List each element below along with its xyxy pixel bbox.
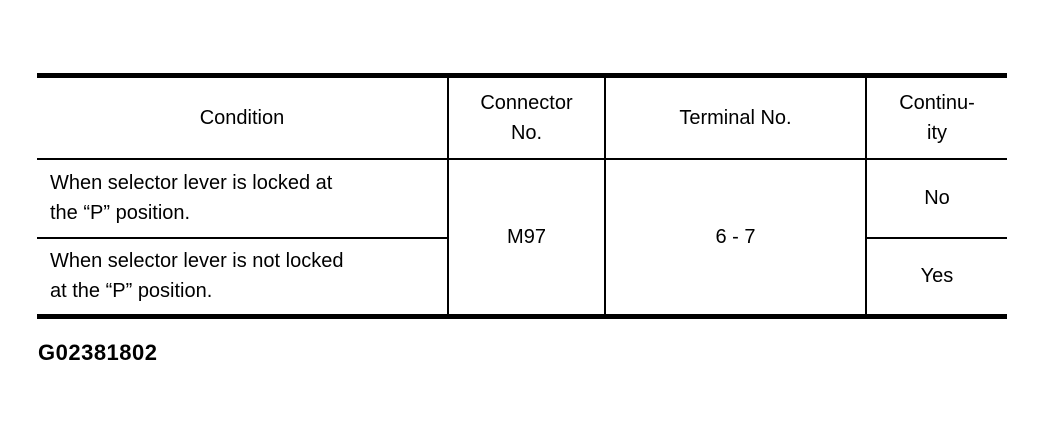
cell-condition-not-locked: When selector lever is not locked at the…: [50, 250, 344, 303]
continuity-check-table: Condition Connector No. Terminal No. Con…: [37, 73, 1007, 319]
cell-condition-locked: When selector lever is locked at the “P”…: [37, 158, 448, 239]
cell-connector-no: M97: [447, 158, 605, 317]
cell-continuity-yes: Yes: [865, 237, 1007, 317]
cell-terminal-no: 6 - 7: [604, 158, 866, 317]
table-header-row: Condition Connector No. Terminal No. Con…: [37, 75, 1007, 160]
header-connector-no: Connector No.: [447, 75, 605, 160]
table-row: When selector lever is locked at the “P”…: [37, 158, 1007, 317]
figure-id: G02381802: [38, 340, 158, 365]
header-continuity: Continu- ity: [865, 75, 1007, 160]
header-terminal-no: Terminal No.: [604, 75, 866, 160]
header-condition: Condition: [37, 75, 448, 160]
cell-continuity-no: No: [865, 158, 1007, 239]
table-row: When selector lever is not locked at the…: [37, 237, 1007, 317]
